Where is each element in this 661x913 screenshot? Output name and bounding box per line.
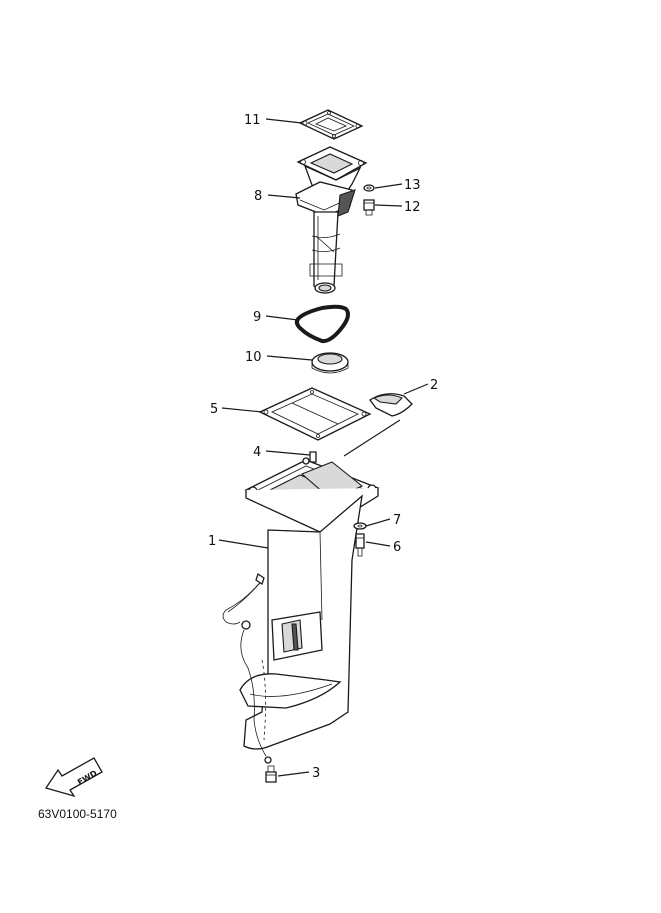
washer-side-part <box>353 522 367 530</box>
diagram-code: 63V0100-5170 <box>38 807 117 821</box>
bolt-top-part <box>363 199 375 216</box>
callout-1: 1 <box>208 534 216 549</box>
callout-11: 11 <box>244 113 261 128</box>
callout-10: 10 <box>245 350 262 365</box>
callout-6: 6 <box>393 540 401 555</box>
callout-13: 13 <box>404 178 421 193</box>
exhaust-guide-part <box>295 146 368 294</box>
leader-lines <box>218 118 429 777</box>
fwd-arrow-icon: FWD <box>44 757 103 798</box>
upper-casing-part <box>222 457 380 764</box>
seal-ring-part <box>294 304 350 344</box>
callout-2: 2 <box>430 378 438 393</box>
bolt-bottom-part <box>265 765 277 783</box>
callout-12: 12 <box>404 200 421 215</box>
cover-part <box>369 393 413 417</box>
callout-9: 9 <box>253 310 261 325</box>
rubber-seal-part <box>311 352 349 374</box>
callout-8: 8 <box>254 189 262 204</box>
dowel-pin-part <box>309 451 317 463</box>
gasket-top-part <box>298 109 364 140</box>
callout-7: 7 <box>393 513 401 528</box>
bolt-side-part <box>355 533 365 557</box>
washer-top-part <box>363 184 375 192</box>
callout-5: 5 <box>210 402 218 417</box>
gasket-upper-part <box>258 387 372 441</box>
callout-3: 3 <box>312 766 320 781</box>
callout-4: 4 <box>253 445 261 460</box>
